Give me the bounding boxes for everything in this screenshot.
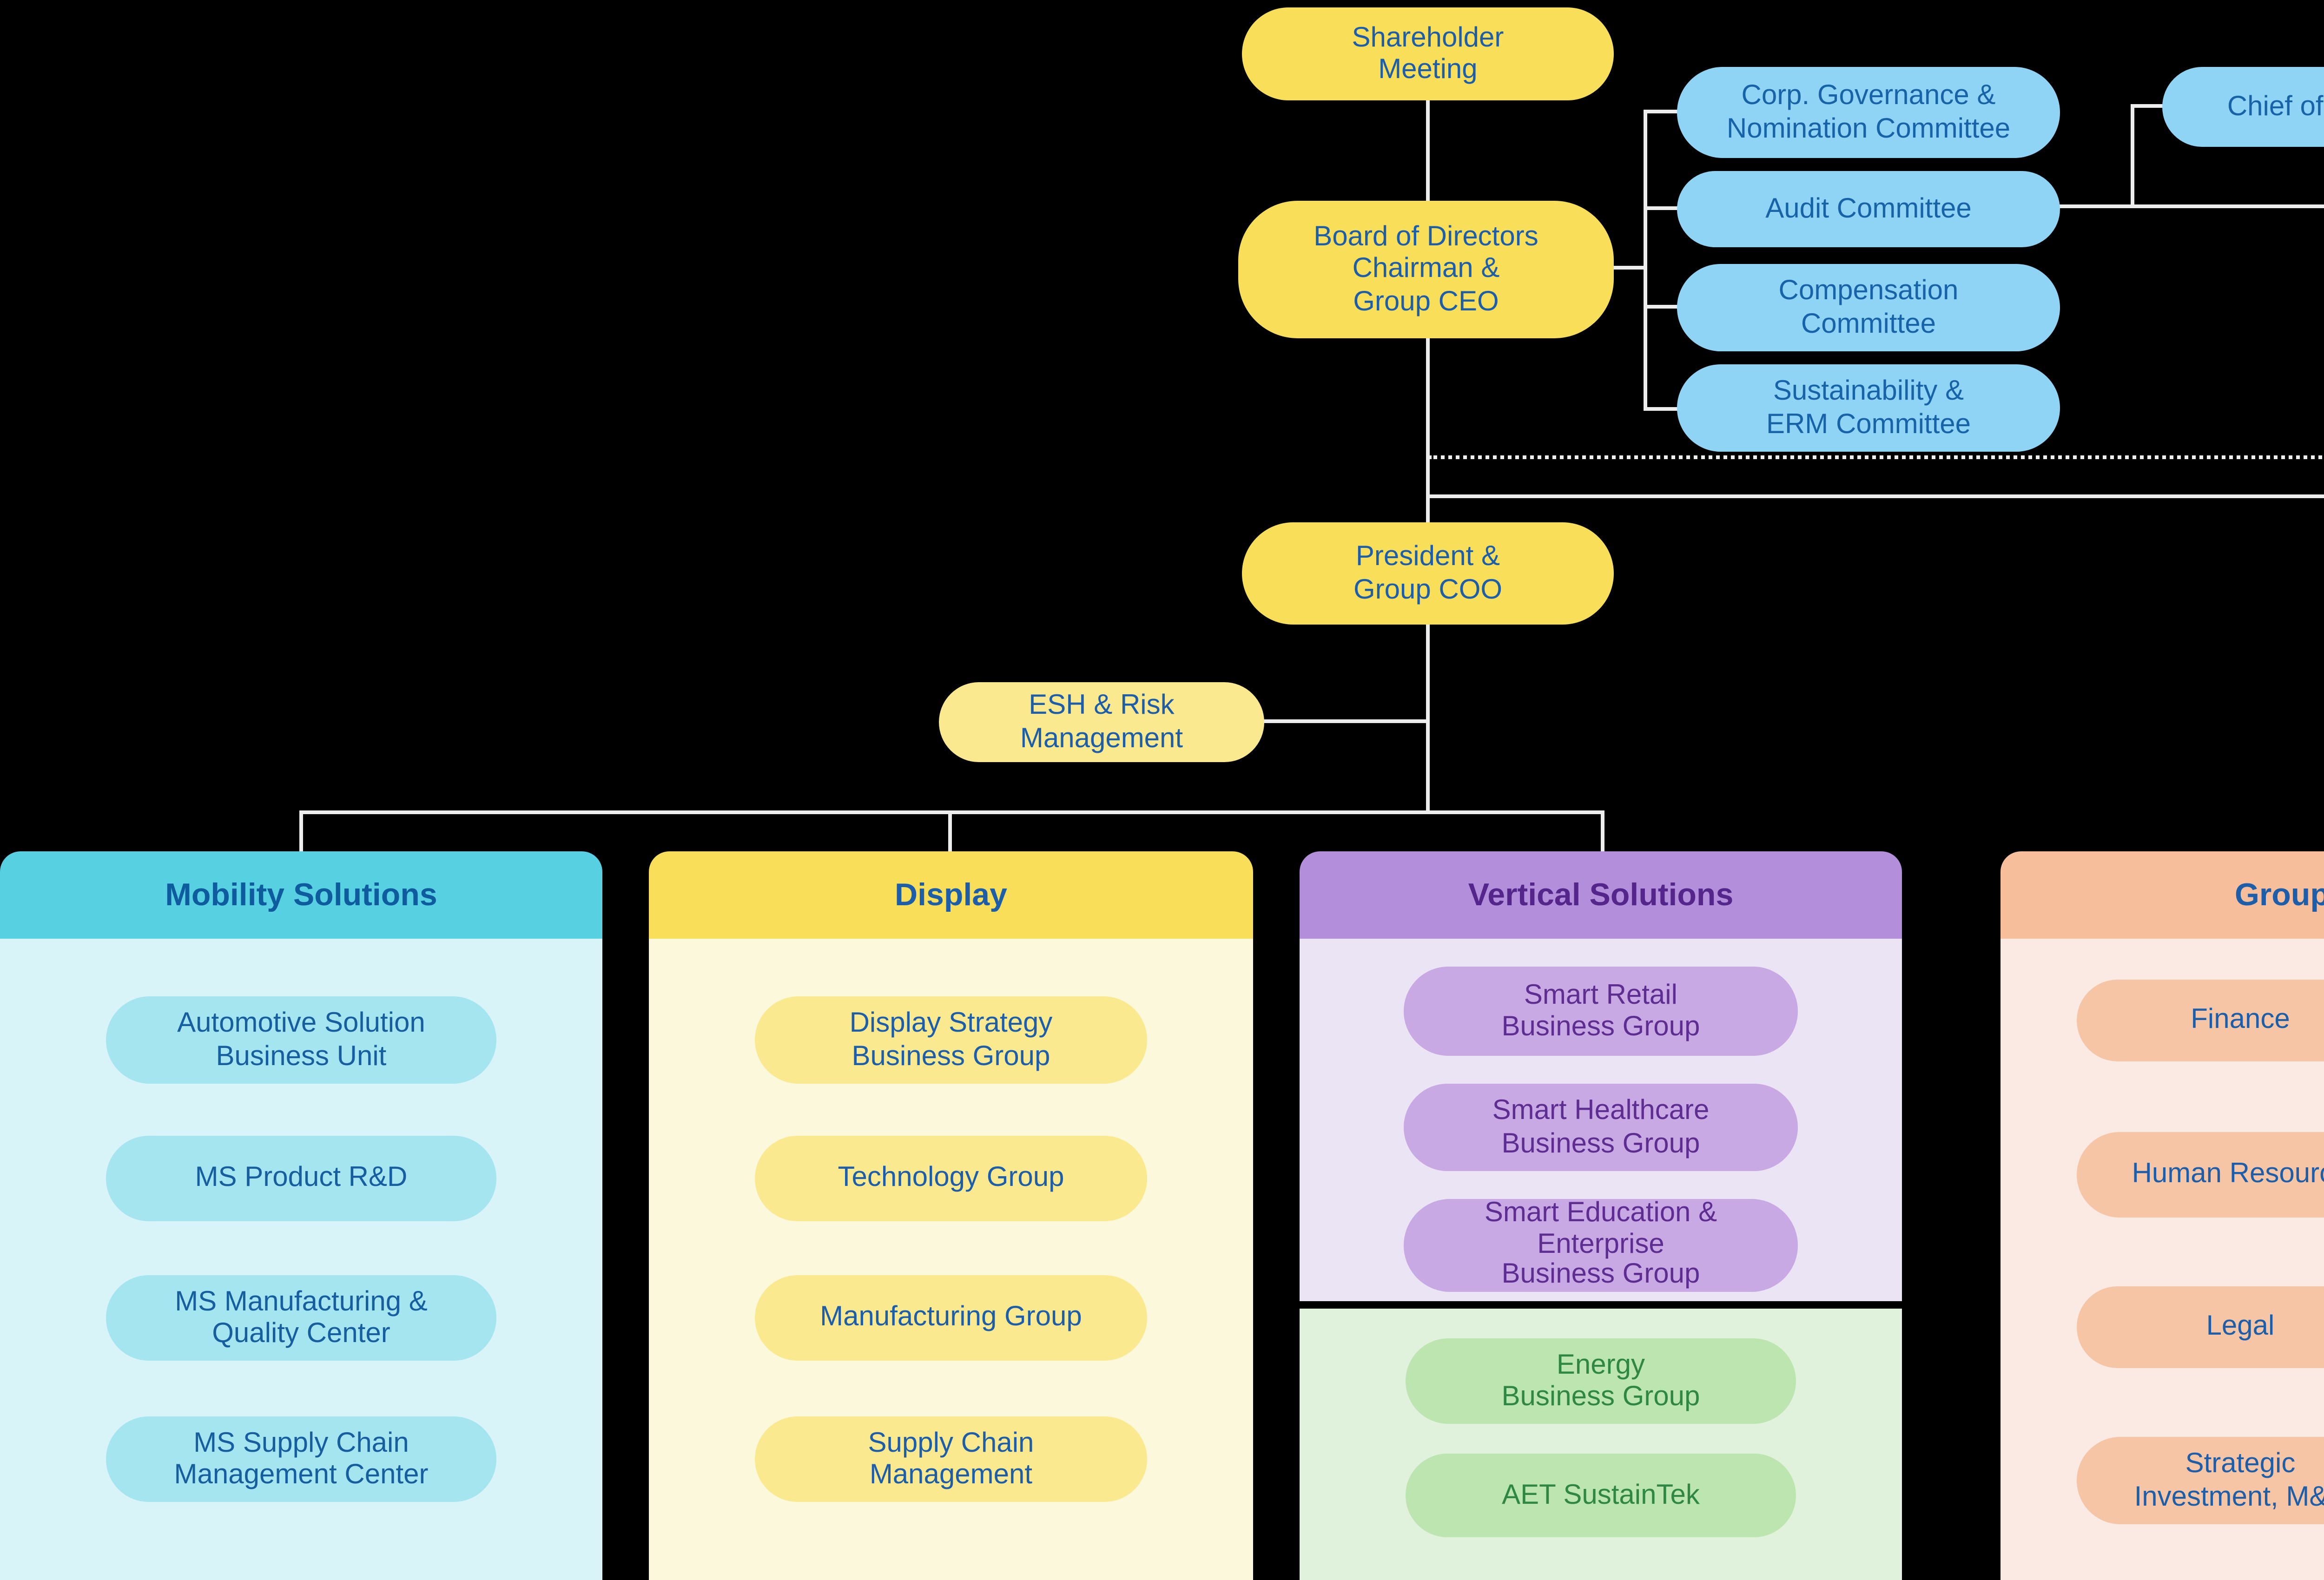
section-header-infrastructure: Group Infrastructure Unit — [2000, 851, 2324, 939]
node-ms-product-rnd: MS Product R&D — [106, 1136, 496, 1221]
connector-drop-display — [948, 810, 952, 853]
node-smart-retail-bg: Smart Retail Business Group — [1404, 967, 1798, 1056]
node-committee-audit: Audit Committee — [1677, 171, 2060, 247]
node-legal: Legal — [2077, 1286, 2324, 1368]
node-supply-chain-management: Supply Chain Management — [755, 1416, 1147, 1502]
node-automotive-solution-bu: Automotive Solution Business Unit — [106, 996, 496, 1084]
connector-stub-compensation — [1644, 305, 1681, 309]
node-finance: Finance — [2077, 980, 2324, 1061]
section-header-display: Display — [649, 851, 1253, 939]
connector-to-infrastructure — [1428, 494, 2324, 498]
node-strategic-investment-ma: Strategic Investment, M&A — [2077, 1437, 2324, 1524]
node-smart-education-enterprise-bg: Smart Education & Enterprise Business Gr… — [1404, 1198, 1798, 1292]
connector-chief-compliance-stub — [2131, 104, 2164, 108]
connector-shareholder-board — [1426, 100, 1430, 201]
node-committee-corp-governance: Corp. Governance & Nomination Committee — [1677, 67, 2060, 158]
connector-drop-vertical — [1601, 810, 1604, 853]
node-smart-healthcare-bg: Smart Healthcare Business Group — [1404, 1084, 1798, 1171]
connector-stub-board-bracket — [1610, 266, 1647, 270]
node-shareholder-meeting: Shareholder Meeting — [1242, 7, 1614, 100]
node-aet-sustaintek: AET SustainTek — [1406, 1454, 1796, 1537]
node-manufacturing-group: Manufacturing Group — [755, 1275, 1147, 1361]
section-header-mobility: Mobility Solutions — [0, 851, 602, 939]
node-board-of-directors: Board of Directors Chairman & Group CEO — [1238, 201, 1614, 338]
connector-audit-right-edge — [2056, 204, 2324, 208]
node-chief-of-compliance: Chief of Compliance — [2162, 67, 2324, 147]
dotted-mid-horizontal — [1428, 455, 2324, 459]
node-ms-supply-chain: MS Supply Chain Management Center — [106, 1416, 496, 1502]
node-energy-bg: Energy Business Group — [1406, 1338, 1796, 1424]
connector-drop-mobility — [299, 810, 303, 853]
connector-esh-stub — [1262, 719, 1430, 723]
node-display-strategy-bg: Display Strategy Business Group — [755, 996, 1147, 1084]
connector-chief-compliance-drop — [2131, 106, 2134, 208]
connector-president-down — [1426, 625, 1430, 812]
node-ms-manufacturing-quality: MS Manufacturing & Quality Center — [106, 1275, 496, 1361]
node-esh-risk-management: ESH & Risk Management — [939, 682, 1264, 762]
section-header-vertical: Vertical Solutions — [1300, 851, 1902, 939]
node-human-resource: Human Resource — [2077, 1132, 2324, 1218]
node-committee-sustainability-erm: Sustainability & ERM Committee — [1677, 364, 2060, 452]
connector-board-president — [1426, 338, 1430, 524]
node-president-group-coo: President & Group COO — [1242, 522, 1614, 625]
connector-committee-bracket — [1644, 110, 1647, 411]
node-committee-compensation: Compensation Committee — [1677, 264, 2060, 351]
connector-stub-corp-governance — [1644, 110, 1681, 113]
connector-stub-sustainability — [1644, 407, 1681, 411]
connector-stub-audit — [1644, 206, 1681, 210]
node-technology-group: Technology Group — [755, 1136, 1147, 1221]
